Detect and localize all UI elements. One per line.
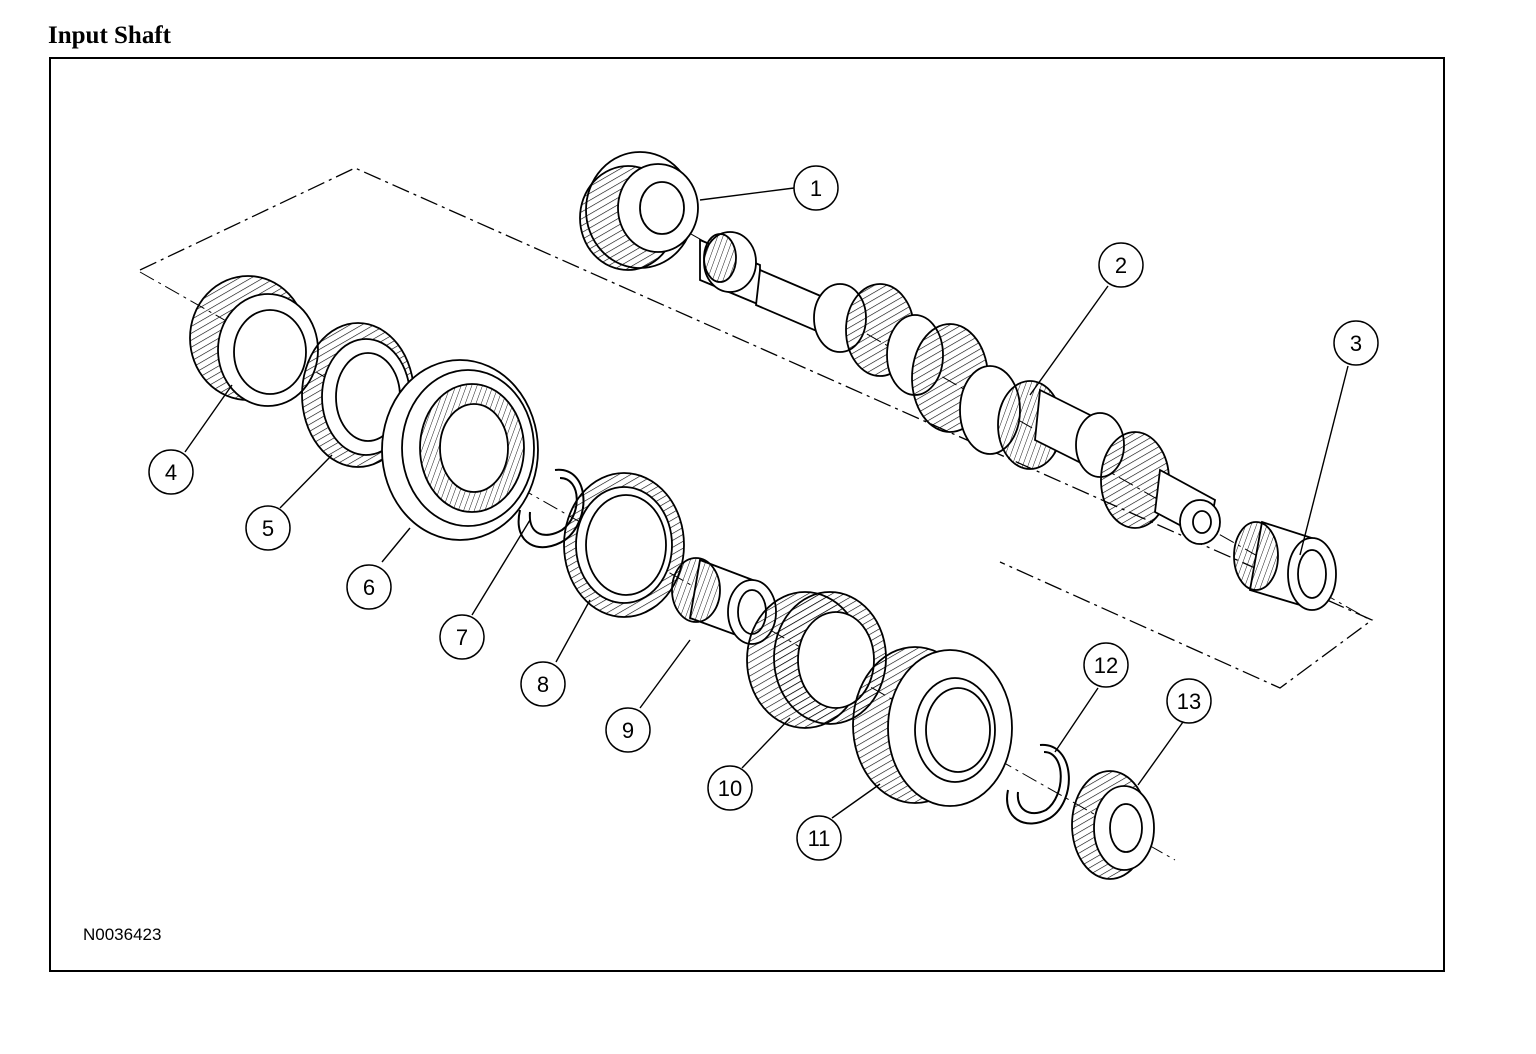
callout-3: 3 (1333, 320, 1379, 366)
svg-text:8: 8 (537, 672, 549, 697)
svg-text:6: 6 (363, 575, 375, 600)
part-3-bearing-cup (1233, 520, 1337, 611)
page-title: Input Shaft (48, 22, 171, 49)
part-2-input-shaft (699, 231, 1221, 545)
callouts: 1 2 3 4 5 6 7 8 (148, 165, 1379, 861)
callout-11: 11 (796, 815, 842, 861)
part-4-gear (189, 275, 319, 407)
part-12-snap-ring (1006, 743, 1070, 825)
part-8-synchronizer-ring (563, 472, 685, 618)
part-11-gear (852, 646, 1013, 807)
svg-text:7: 7 (456, 625, 468, 650)
assembly-outline (139, 167, 1374, 689)
callout-5: 5 (245, 505, 291, 551)
part-10-gear (746, 591, 887, 729)
callout-10: 10 (707, 765, 753, 811)
svg-text:5: 5 (262, 516, 274, 541)
part-13-bearing-cone (1071, 770, 1155, 880)
svg-text:11: 11 (808, 826, 831, 851)
callout-13: 13 (1166, 678, 1212, 724)
callout-4: 4 (148, 449, 194, 495)
diagram-frame (49, 57, 1445, 972)
svg-text:10: 10 (718, 776, 742, 801)
svg-text:3: 3 (1350, 331, 1362, 356)
callout-12: 12 (1083, 642, 1129, 688)
part-1-bearing-cone (579, 151, 699, 271)
svg-text:9: 9 (622, 718, 634, 743)
callout-7: 7 (439, 614, 485, 660)
callout-2: 2 (1098, 242, 1144, 288)
callout-8: 8 (520, 661, 566, 707)
callout-1: 1 (793, 165, 839, 211)
svg-text:12: 12 (1094, 653, 1118, 678)
callout-9: 9 (605, 707, 651, 753)
figure-id: N0036423 (83, 925, 162, 944)
svg-text:13: 13 (1177, 689, 1201, 714)
part-6-ball-bearing (381, 359, 539, 541)
callout-6: 6 (346, 564, 392, 610)
svg-text:1: 1 (810, 176, 822, 201)
leader-lines (184, 187, 1349, 819)
svg-text:2: 2 (1115, 253, 1127, 278)
svg-text:4: 4 (165, 460, 177, 485)
